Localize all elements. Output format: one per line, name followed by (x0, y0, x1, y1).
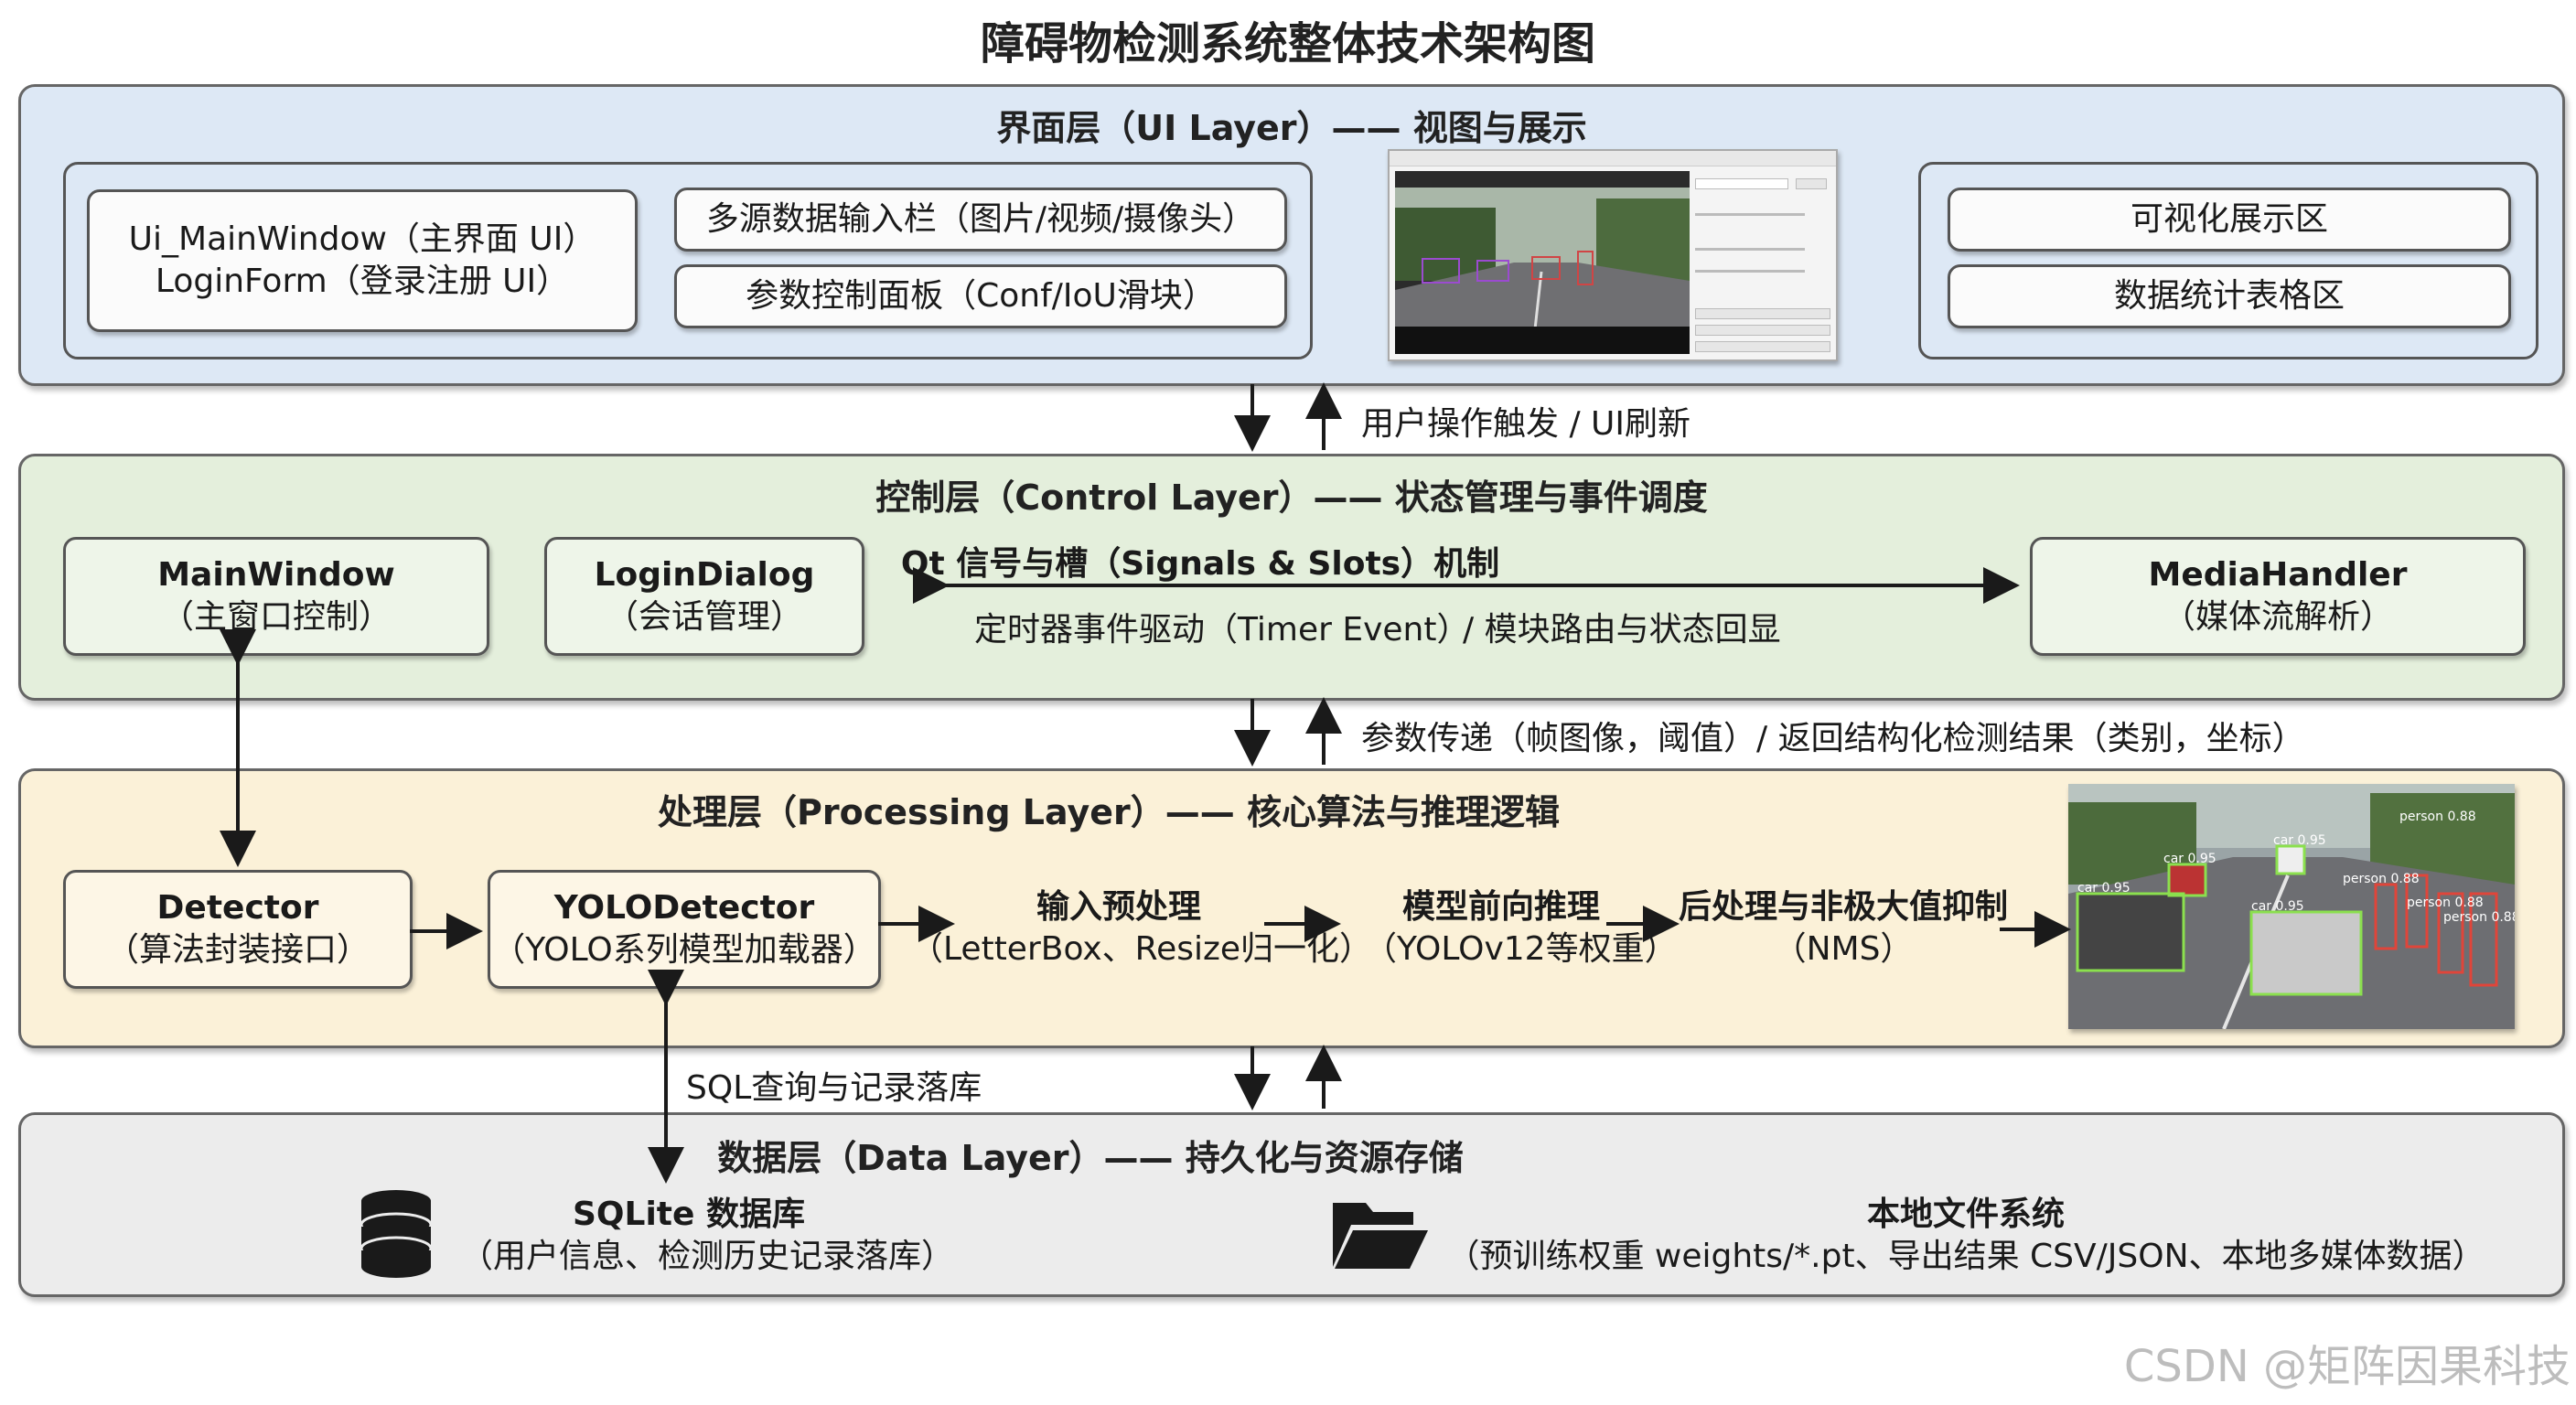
login-dialog-name: LoginDialog (594, 556, 815, 594)
yolo-detector-name: YOLODetector (553, 889, 815, 927)
detection-result-image: car 0.95 car 0.95 car 0.95 car 0.95 pers… (2068, 784, 2515, 1029)
login-form-label: LoginForm（登录注册 UI） (155, 263, 570, 300)
mainwindow-name: MainWindow (157, 556, 395, 594)
filesystem-name: 本地文件系统 (1866, 1196, 2065, 1233)
ui-main-window-label: Ui_MainWindow（主界面 UI） (128, 220, 596, 258)
media-handler-desc: （媒体流解析） (2162, 598, 2393, 636)
detection-label-4: car 0.95 (2273, 833, 2326, 848)
detection-label-5: person 0.88 (2343, 872, 2420, 886)
control-layer-title: 控制层（Control Layer）—— 状态管理与事件调度 (875, 477, 1708, 518)
sqlite-name: SQLite 数据库 (573, 1196, 805, 1233)
inference-name: 模型前向推理 (1401, 888, 1600, 926)
ui-layer: 界面层（UI Layer）—— 视图与展示 Ui_MainWindow（主界面 … (18, 84, 2565, 386)
thumbnail-side-panel (1695, 171, 1830, 354)
yolo-detector-box: YOLODetector （YOLO系列模型加载器） (488, 870, 881, 989)
preprocess-name: 输入预处理 (1036, 888, 1201, 926)
processing-layer-title: 处理层（Processing Layer）—— 核心算法与推理逻辑 (658, 792, 1560, 832)
control-processing-link-label: 参数传递（帧图像，阈值）/ 返回结构化检测结果（类别，坐标） (1361, 720, 2305, 757)
detection-box-car-4 (2275, 844, 2306, 875)
param-panel-box: 参数控制面板（Conf/IoU滑块） (674, 264, 1287, 328)
ui-right-frame (1918, 162, 2538, 359)
yolo-detector-desc: （YOLO系列模型加载器） (492, 931, 876, 969)
watermark: CSDN @矩阵因果科技 (2123, 1341, 2571, 1392)
detector-box: Detector （算法封装接口） (63, 870, 413, 989)
ui-main-window-box: Ui_MainWindow（主界面 UI） LoginForm（登录注册 UI） (87, 189, 638, 332)
login-dialog-box: LoginDialog （会话管理） (544, 537, 864, 656)
inference-desc: （YOLOv12等权重） (1364, 930, 1678, 968)
detection-label-2: car 0.95 (2251, 899, 2304, 914)
media-handler-name: MediaHandler (2148, 556, 2408, 594)
data-layer-title: 数据层（Data Layer）—— 持久化与资源存储 (717, 1138, 1464, 1178)
sqlite-block: SQLite 数据库 （用户信息、检测历史记录落库） (460, 1194, 955, 1278)
table-area-box: 数据统计表格区 (1948, 264, 2511, 328)
ui-layer-title: 界面层（UI Layer）—— 视图与展示 (996, 108, 1587, 148)
detection-box-person-2 (2405, 874, 2429, 949)
sql-link-label: SQL查询与记录落库 (686, 1069, 982, 1107)
diagram-title: 障碍物检测系统整体技术架构图 (980, 18, 1595, 70)
database-icon (360, 1190, 433, 1278)
thumbnail-titlebar (1390, 151, 1836, 166)
detector-desc: （算法封装接口） (105, 931, 370, 969)
routing-label: / 模块路由与状态回显 (1463, 611, 1781, 649)
mainwindow-box: MainWindow （主窗口控制） (63, 537, 489, 656)
detection-label-8: person 0.88 (2443, 910, 2515, 925)
preprocess-step: 输入预处理 （LetterBox、Resize归一化） (910, 886, 1373, 971)
detection-box-person-4 (2469, 892, 2498, 987)
table-area-label: 数据统计表格区 (2113, 277, 2345, 315)
media-handler-box: MediaHandler （媒体流解析） (2030, 537, 2526, 656)
postprocess-step: 后处理与非极大值抑制 （NMS） (1679, 886, 2008, 971)
ui-left-frame (63, 162, 1313, 359)
detection-label-3: car 0.95 (2163, 852, 2216, 866)
detector-name: Detector (156, 889, 319, 927)
detection-label-6: person 0.88 (2399, 810, 2476, 824)
input-bar-label: 多源数据输入栏（图片/视频/摄像头） (705, 200, 1256, 238)
thumbnail-road-scene (1395, 171, 1690, 354)
inference-step: 模型前向推理 （YOLOv12等权重） (1364, 886, 1678, 971)
detection-label-7: person 0.88 (2407, 896, 2484, 910)
login-dialog-desc: （会话管理） (605, 598, 803, 636)
viz-area-box: 可视化展示区 (1948, 188, 2511, 252)
control-layer: 控制层（Control Layer）—— 状态管理与事件调度 MainWindo… (18, 454, 2565, 701)
detection-box-car-3 (2167, 863, 2207, 897)
timer-event-label: 定时器事件驱动（Timer Event） (974, 611, 1470, 649)
detection-box-car-2 (2249, 910, 2363, 996)
detection-box-person-3 (2437, 892, 2464, 974)
postprocess-desc: （NMS） (1773, 930, 1914, 968)
filesystem-block: 本地文件系统 （预训练权重 weights/*.pt、导出结果 CSV/JSON… (1444, 1194, 2487, 1278)
input-bar-box: 多源数据输入栏（图片/视频/摄像头） (674, 188, 1287, 252)
filesystem-desc: （预训练权重 weights/*.pt、导出结果 CSV/JSON、本地多媒体数… (1446, 1238, 2485, 1275)
viz-area-label: 可视化展示区 (2130, 200, 2328, 238)
param-panel-label: 参数控制面板（Conf/IoU滑块） (746, 277, 1216, 315)
postprocess-name: 后处理与非极大值抑制 (1679, 888, 2009, 926)
detection-label-1: car 0.95 (2077, 881, 2131, 896)
sqlite-desc: （用户信息、检测历史记录落库） (460, 1238, 955, 1275)
ui-control-link-label: 用户操作触发 / UI刷新 (1361, 405, 1690, 443)
folder-icon (1333, 1203, 1428, 1269)
preprocess-desc: （LetterBox、Resize归一化） (910, 930, 1373, 968)
detection-box-car-1 (2076, 892, 2185, 972)
detection-box-person-1 (2374, 883, 2398, 950)
mainwindow-desc: （主窗口控制） (160, 598, 392, 636)
app-screenshot-thumbnail (1388, 149, 1838, 361)
processing-layer: 处理层（Processing Layer）—— 核心算法与推理逻辑 Detect… (18, 768, 2565, 1048)
data-layer: 数据层（Data Layer）—— 持久化与资源存储 SQLite 数据库 （用… (18, 1112, 2565, 1297)
detection-scene: car 0.95 car 0.95 car 0.95 car 0.95 pers… (2068, 784, 2515, 1029)
